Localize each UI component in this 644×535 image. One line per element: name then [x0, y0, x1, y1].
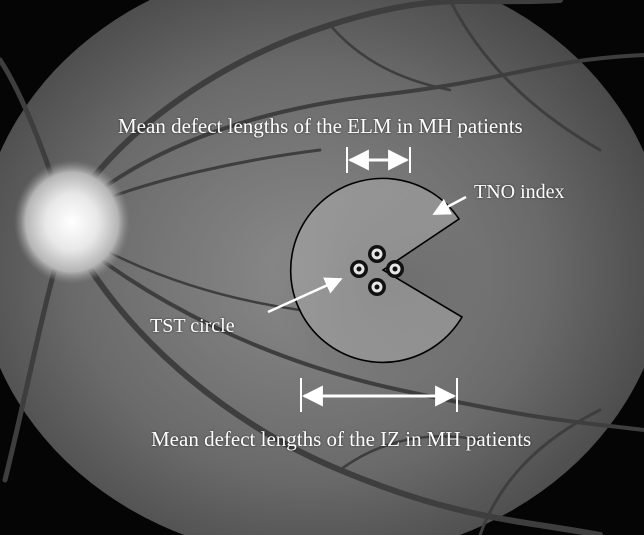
- elm-double-arrow: [346, 147, 411, 173]
- tno-index-pointer: [432, 195, 467, 216]
- tno-index-label: TNO index: [474, 181, 565, 203]
- tst-marker-top: [368, 245, 386, 263]
- tst-marker-right: [386, 260, 404, 278]
- tst-circle-label: TST circle: [150, 315, 235, 337]
- elm-defect-label: Mean defect lengths of the ELM in MH pat…: [118, 114, 523, 138]
- iz-defect-label: Mean defect lengths of the IZ in MH pati…: [151, 427, 532, 451]
- tst-marker-left: [350, 260, 368, 278]
- iz-double-arrow: [300, 378, 458, 412]
- tst-circle-pointer: [267, 277, 343, 314]
- tst-marker-bottom: [368, 278, 386, 296]
- tno-sector-overlay: [289, 177, 464, 364]
- tst-circle-markers: [350, 245, 404, 296]
- optic-disc: [14, 160, 130, 284]
